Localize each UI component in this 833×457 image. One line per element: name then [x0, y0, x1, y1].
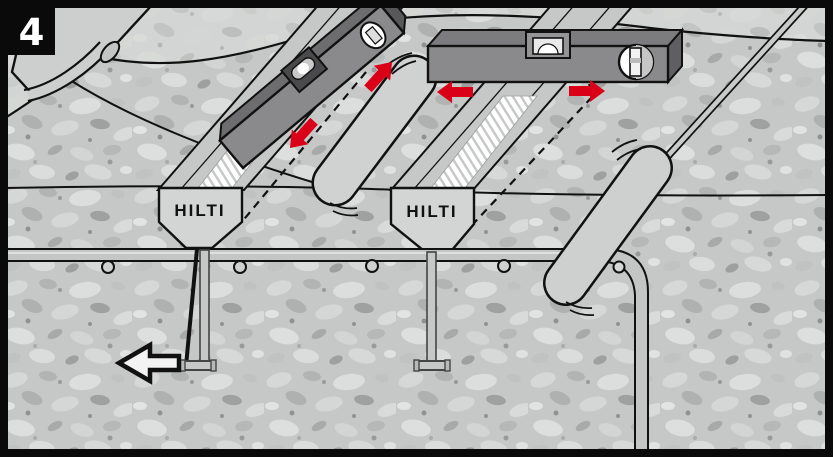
- level-2-end-vial-mark: [630, 58, 641, 63]
- level-1-bubble: [297, 62, 309, 75]
- funnel-2-label: HILTI: [406, 202, 457, 221]
- motion-marks-bottom-icon: [329, 202, 359, 217]
- rail-hole-1: [101, 260, 115, 274]
- foam-sleeve: [543, 139, 673, 317]
- spirit-level-1: [218, 0, 407, 170]
- spirit-level-2: [425, 27, 685, 85]
- hose-opening: [99, 40, 121, 64]
- rod-foot-2-nub-right: [444, 359, 451, 372]
- sky-band: [5, 5, 828, 118]
- funnel-2: HILTI: [389, 186, 476, 252]
- anchor-assembly-2: [413, 251, 451, 372]
- funnel-1: HILTI: [157, 186, 244, 250]
- step-number: 4: [19, 11, 45, 54]
- step-badge-box: [8, 8, 55, 55]
- hose-collar-edge-inner: [23, 41, 101, 92]
- anchor-rod-2: [426, 251, 437, 364]
- foam-roll-1: [311, 52, 438, 217]
- rail-hole-2: [233, 260, 247, 274]
- hose-collar: [26, 41, 110, 101]
- funnel-1-label: HILTI: [174, 201, 225, 220]
- motion-marks-sleeve-top-icon: [611, 139, 642, 161]
- step-badge: 4: [8, 8, 55, 55]
- guide-dashed-line-2: [473, 96, 593, 224]
- level-1-end-vial-tube: [364, 25, 383, 45]
- anchor-cable: [184, 248, 199, 367]
- rod-foot-2-nub-left: [413, 359, 420, 372]
- motion-marks-sleeve-bottom-icon: [565, 301, 595, 317]
- anchor-assembly-1: [179, 248, 217, 372]
- level-2-bubble: [537, 43, 559, 55]
- rod-foot-1-nub-right: [210, 359, 217, 372]
- anchor-rod-1: [199, 249, 210, 368]
- outline-arrow-left-icon: [114, 341, 182, 385]
- long-rod-fill: [664, 2, 808, 160]
- rod-foot-2: [416, 360, 448, 371]
- rod-foot-1: [182, 360, 214, 371]
- rail-hole-3: [365, 259, 379, 273]
- rail-2-inner-line-a: [413, 0, 580, 190]
- mound-edge-line: [69, 79, 333, 189]
- long-anchor-rod: [663, 1, 809, 161]
- rail-hole-4: [497, 259, 511, 273]
- foam-roll-1-fill: [314, 57, 435, 204]
- guide-dashed-line-1: [240, 71, 367, 224]
- rail-hole-corner: [612, 260, 626, 274]
- foam-sleeve-fill: [545, 147, 671, 304]
